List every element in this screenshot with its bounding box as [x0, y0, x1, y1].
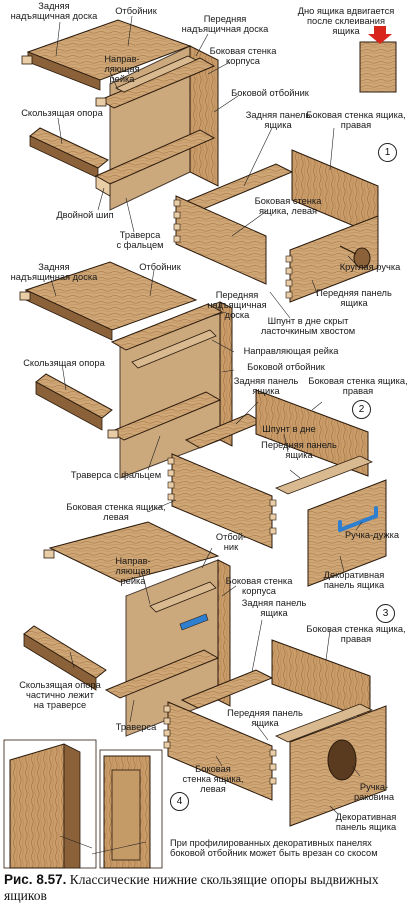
- p1-label-back-board: Задняя надъящичная доска: [10, 1, 98, 21]
- p4-right-inset: [111, 769, 141, 861]
- p1-label-guide-rail: Направ- ляющая рейка: [104, 54, 140, 84]
- p1-label-stop-rail: Отбойник: [115, 6, 157, 16]
- p3-label-traverse: Траверса: [115, 722, 157, 732]
- panel-number-3: 3: [376, 604, 395, 623]
- p1-tenon-left: [21, 55, 33, 65]
- p2-label-back-panel: Задняя панель ящика: [233, 376, 299, 396]
- p1-knob-screw: [339, 245, 357, 255]
- p4-left-post: [9, 743, 65, 869]
- p1-label-right-side: Боковая стенка ящика, правая: [306, 110, 406, 130]
- p3-guide-rail: [149, 581, 217, 613]
- p2-label-decor-panel: Декоративная панель ящика: [323, 570, 385, 590]
- p3-guide-rail-blue: [179, 613, 209, 631]
- p1-label-hidden-dovetail: Шпунт в дне скрыт ласточкиным хвостом: [260, 316, 356, 336]
- p1-guide-rail: [115, 55, 197, 93]
- p4-label-profiled-note: При профилированных декоративных панелях…: [170, 838, 378, 858]
- p3-tenon-left: [43, 549, 55, 559]
- p3-label-back-panel: Задняя панель ящика: [241, 598, 307, 618]
- p3-label-case-side-wall: Боковая стенка корпуса: [225, 576, 293, 596]
- p1-red-arrow-icon: [368, 26, 392, 44]
- p3-dovetails: [163, 705, 277, 785]
- p3-label-slide-partial: Скользящая опора частично лежит на траве…: [19, 680, 101, 710]
- p2-dovetails: [167, 457, 277, 535]
- p3-shell-handle-icon: [327, 739, 357, 781]
- p3-drawer-front-panel: [275, 703, 373, 743]
- p2-label-guide-rail: Направляющая рейка: [243, 346, 339, 356]
- panel-4: [3, 739, 163, 869]
- p3-case-side-wall: [217, 559, 231, 707]
- p1-label-traverse: Траверса с фальцем: [116, 230, 164, 250]
- p2-slide-support-edge: [35, 381, 103, 431]
- p1-label-side-stop: Боковой отбойник: [231, 88, 309, 98]
- p1-label-back-panel: Задняя панель ящика: [245, 110, 311, 130]
- p2-label-back-board: Задняя надъящичная доска: [10, 262, 98, 282]
- p1-label-left-side: Боковая стенка ящика, левая: [254, 196, 322, 216]
- p3-label-stop-rail: Отбой- ник: [215, 532, 247, 552]
- p3-label-right-side: Боковая стенка ящика, правая: [306, 624, 406, 644]
- caption-text: Классические нижние скользящие опоры выд…: [4, 872, 379, 903]
- p3-traverse: [104, 649, 220, 699]
- p3-label-left-side: Боковая стенка ящика, левая: [182, 764, 244, 794]
- p2-label-traverse: Траверса с фальцем: [70, 470, 162, 480]
- p1-traverse-edge: [95, 175, 111, 197]
- p2-label-right-side: Боковая стенка ящика, правая: [308, 376, 408, 396]
- p2-traverse: [108, 391, 222, 441]
- panel-number-2: 2: [352, 400, 371, 419]
- panel-number-1: 1: [378, 143, 397, 162]
- p3-label-front-panel: Передняя панель ящика: [227, 708, 303, 728]
- figure-caption: Рис. 8.57. Классические нижние скользящи…: [4, 872, 410, 904]
- p3-slide-support-edge: [23, 633, 97, 691]
- p2-tenon-left: [19, 291, 31, 301]
- p1-inset-frame: [359, 41, 397, 93]
- p3-drawer-left-side: [167, 701, 273, 801]
- p1-label-bottom-note: Дно ящика вдвигается после склеивания ящ…: [297, 6, 395, 36]
- p1-label-case-side-wall: Боковая стенка корпуса: [209, 46, 277, 66]
- p1-label-front-board: Передняя надъящичная доска: [181, 14, 269, 34]
- p1-label-slide-support: Скользящая опора: [21, 108, 103, 118]
- caption-number: Рис. 8.57.: [4, 872, 67, 887]
- p2-drawer-decor-panel: [307, 479, 387, 587]
- p2-drawer-right-side: [255, 389, 369, 477]
- p2-label-bail-handle: Ручка-дужка: [344, 530, 400, 540]
- p1-label-double-tenon: Двойной шип: [56, 210, 114, 220]
- p3-back-board: [48, 521, 220, 583]
- panel-1: [21, 19, 397, 303]
- p2-case-side-wall: [219, 301, 233, 447]
- p2-bail-handle-icon: [338, 506, 378, 532]
- p1-tenon-front: [95, 97, 107, 107]
- p2-label-front-panel: Передняя панель ящика: [261, 440, 337, 460]
- p2-guide-rail: [131, 329, 217, 369]
- p2-drawer-front-panel: [275, 455, 373, 495]
- p2-front-board: [110, 303, 224, 351]
- p2-label-groove-bottom: Шпунт в дне: [262, 424, 316, 434]
- p4-left-bevel: [63, 743, 81, 869]
- p2-tenon-front: [107, 429, 119, 439]
- panel-3: [23, 521, 387, 827]
- p3-label-shell-handle: Ручка- раковина: [353, 782, 395, 802]
- panel-number-4: 4: [170, 792, 189, 811]
- p1-dovetails: [173, 199, 293, 299]
- p1-label-round-knob: Круглая ручка: [339, 262, 401, 272]
- p2-label-front-board: Передняя надъящичная доска: [207, 290, 267, 320]
- panel-2: [19, 261, 387, 587]
- p2-label-stop-rail: Отбойник: [139, 262, 181, 272]
- p1-label-front-panel: Передняя панель ящика: [316, 288, 392, 308]
- p1-round-knob: [353, 247, 371, 269]
- p2-label-side-stop: Боковой отбойник: [247, 362, 325, 372]
- p2-label-slide-support: Скользящая опора: [23, 358, 105, 368]
- p2-label-left-side: Боковая стенка ящика, левая: [66, 502, 166, 522]
- leader-lines: [49, 15, 363, 855]
- p3-label-guide-rail: Направ- ляющая рейка: [115, 556, 151, 586]
- p3-label-decor-panel: Декоративная панель ящика: [335, 812, 397, 832]
- p2-drawer-left-side: [171, 453, 273, 549]
